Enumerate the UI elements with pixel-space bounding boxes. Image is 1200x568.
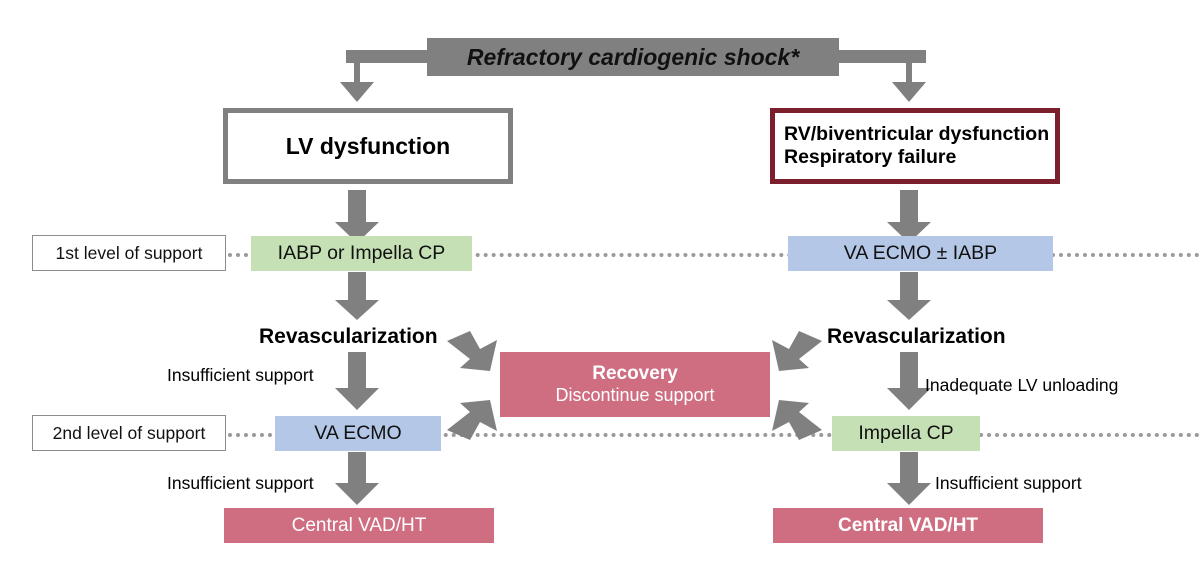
arrow-right-impella-to-vad xyxy=(887,452,931,505)
arrow-left-revasc-to-recovery xyxy=(447,331,497,371)
recovery-text-group: Recovery Discontinue support xyxy=(555,363,714,407)
first-level-guideline xyxy=(228,253,1200,257)
level-label-first-text: 1st level of support xyxy=(55,242,203,263)
outcome-box-recovery: Recovery Discontinue support xyxy=(500,352,770,417)
level-label-second: 2nd level of support xyxy=(32,415,226,451)
rv-condition-line2: Respiratory failure xyxy=(784,146,957,168)
left-failure-note-2: Insufficient support xyxy=(167,473,314,494)
arrow-left-support-to-revasc xyxy=(335,272,379,320)
left-failure-note-1-text: Insufficient support xyxy=(167,365,314,385)
right-failure-note-1: Inadequate LV unloading xyxy=(925,375,1118,396)
left-failure-note-2-text: Insufficient support xyxy=(167,473,314,493)
central-vad-ht-right-label: Central VAD/HT xyxy=(837,514,979,536)
support-box-va-ecmo-iabp: VA ECMO ± IABP xyxy=(788,236,1053,271)
arrow-left-revasc-to-ecmo xyxy=(335,352,379,410)
iabp-impella-label: IABP or Impella CP xyxy=(277,242,446,265)
connector-top-right xyxy=(836,50,926,102)
left-failure-note-1: Insufficient support xyxy=(167,365,314,386)
va-ecmo-iabp-label: VA ECMO ± IABP xyxy=(843,242,998,265)
connector-top-left xyxy=(340,50,436,102)
right-revascularization-text: Revascularization xyxy=(827,325,1006,348)
left-revascularization-text: Revascularization xyxy=(259,325,438,348)
recovery-title: Recovery xyxy=(592,362,678,384)
right-failure-note-2-text: Insufficient support xyxy=(935,473,1082,493)
arrow-left-ecmo-to-vad xyxy=(335,452,379,505)
lv-dysfunction-label: LV dysfunction xyxy=(285,132,451,159)
level-label-first: 1st level of support xyxy=(32,235,226,271)
rv-condition-text: RV/biventricular dysfunction Respiratory… xyxy=(775,123,1049,170)
final-box-central-vad-ht-right: Central VAD/HT xyxy=(773,508,1043,543)
support-box-va-ecmo: VA ECMO xyxy=(275,416,441,451)
central-vad-ht-left-label: Central VAD/HT xyxy=(291,514,427,536)
support-box-iabp-impella-cp: IABP or Impella CP xyxy=(251,236,472,271)
right-revascularization-label: Revascularization xyxy=(827,325,1006,349)
left-revascularization-label: Revascularization xyxy=(259,325,438,349)
header-box-refractory-cardiogenic-shock: Refractory cardiogenic shock* xyxy=(427,38,839,76)
header-title: Refractory cardiogenic shock* xyxy=(466,43,800,70)
impella-cp-label: Impella CP xyxy=(858,422,954,445)
arrow-right-revasc-to-recovery xyxy=(772,331,822,371)
final-box-central-vad-ht-left: Central VAD/HT xyxy=(224,508,494,543)
arrow-right-support-to-revasc xyxy=(887,272,931,320)
right-failure-note-1-text: Inadequate LV unloading xyxy=(925,375,1119,395)
condition-box-rv-biventricular: RV/biventricular dysfunction Respiratory… xyxy=(770,108,1060,184)
va-ecmo-label: VA ECMO xyxy=(314,422,402,445)
support-box-impella-cp: Impella CP xyxy=(832,416,980,451)
right-failure-note-2: Insufficient support xyxy=(935,473,1082,494)
level-label-second-text: 2nd level of support xyxy=(52,422,206,443)
second-level-guideline xyxy=(228,433,1200,437)
recovery-subtitle: Discontinue support xyxy=(555,385,715,406)
condition-box-lv-dysfunction: LV dysfunction xyxy=(223,108,513,184)
rv-condition-line1: RV/biventricular dysfunction xyxy=(784,122,1050,145)
